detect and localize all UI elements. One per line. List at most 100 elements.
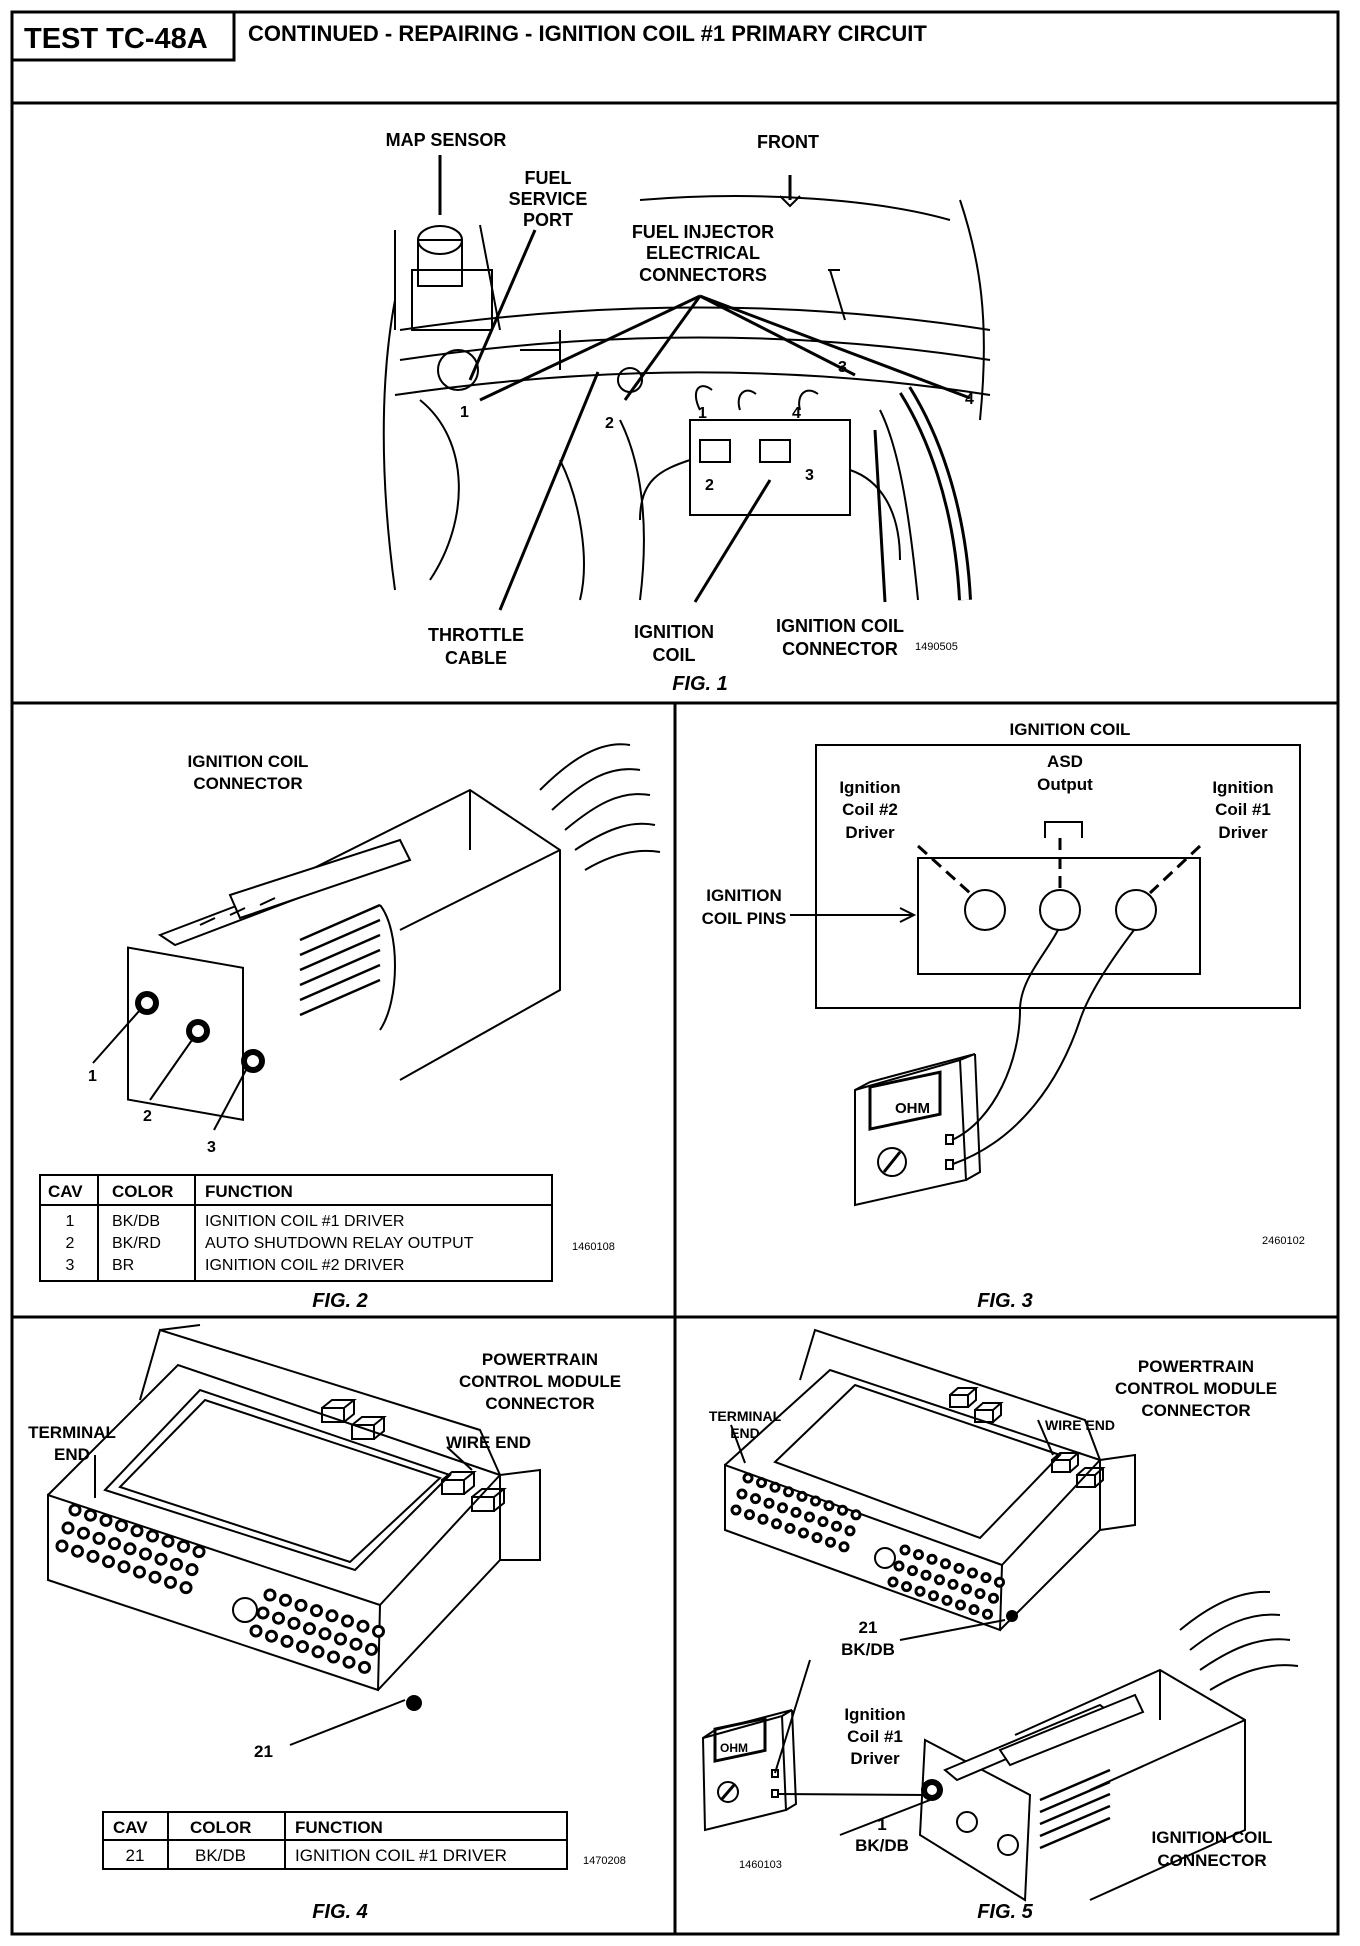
throttle-cable-line1: THROTTLE <box>428 625 524 645</box>
table-row: AUTO SHUTDOWN RELAY OUTPUT <box>205 1235 474 1252</box>
pin-hole <box>913 1549 924 1561</box>
fig4-title-line1: POWERTRAIN <box>482 1350 598 1369</box>
fig5-title-line3: CONNECTOR <box>1141 1401 1250 1420</box>
coil-number-3: 3 <box>805 467 814 484</box>
fuel-service-port-line2: SERVICE <box>509 189 588 209</box>
pin-hole <box>887 1576 899 1588</box>
fig5-labels: POWERTRAIN CONTROL MODULE CONNECTOR TERM… <box>709 1357 1277 1870</box>
pin-hole <box>831 1520 842 1532</box>
pin-hole <box>934 1574 945 1586</box>
table-row: IGNITION COIL #1 DRIVER <box>295 1846 507 1865</box>
fig2-pin-label-2: 2 <box>143 1108 152 1125</box>
pin-hole <box>310 1604 323 1618</box>
pin-hole <box>955 1599 966 1611</box>
fig4-header-cav: CAV <box>113 1818 148 1837</box>
pin-hole <box>161 1534 175 1548</box>
pin-hole <box>837 1504 848 1516</box>
pin-hole <box>249 1624 263 1638</box>
pin-hole <box>280 1634 294 1648</box>
fig5-pin21-number: 21 <box>859 1618 878 1637</box>
injector-number-1: 1 <box>460 404 469 421</box>
pin-hole <box>730 1504 742 1516</box>
coil-number-2: 2 <box>705 477 714 494</box>
pin-hole <box>61 1521 75 1535</box>
pin-hole <box>980 1572 992 1584</box>
pin-hole <box>899 1544 911 1556</box>
pin-hole <box>170 1557 183 1571</box>
fig2-pin-label-1: 1 <box>88 1068 97 1085</box>
fig2-title-line1: IGNITION COIL <box>188 752 309 771</box>
pin-hole <box>139 1547 152 1561</box>
fig5-coil1-line2: Coil #1 <box>847 1727 903 1746</box>
coil-pin-left <box>964 889 1006 931</box>
ignition-coil-connector-line2: CONNECTOR <box>782 639 898 659</box>
coil-pin-center <box>1039 889 1081 931</box>
fig1-code: 1490505 <box>915 641 958 653</box>
coil1-line2: Coil #1 <box>1215 800 1271 819</box>
fig4-terminal-line2: END <box>54 1445 90 1464</box>
fig4-wire-end: WIRE END <box>446 1433 531 1452</box>
asd-line1: ASD <box>1047 752 1083 771</box>
fig5-pcm-connector <box>724 1328 1136 1632</box>
pin-hole <box>177 1539 190 1553</box>
fig2-caption: FIG. 2 <box>312 1290 368 1312</box>
fig5-connector-line1: IGNITION COIL <box>1152 1828 1273 1847</box>
asd-line2: Output <box>1037 775 1093 794</box>
test-id: TEST TC-48A <box>24 23 208 55</box>
fig3-ohm-label: OHM <box>895 1100 930 1117</box>
pin-hole <box>133 1565 146 1579</box>
ignition-coil-connector-line1: IGNITION COIL <box>776 616 904 636</box>
coil-number-4: 4 <box>792 405 801 422</box>
pin-hole <box>825 1536 836 1548</box>
pin-hole <box>358 1660 371 1674</box>
pin-hole <box>356 1619 370 1633</box>
pin-hole <box>342 1655 356 1669</box>
pin-hole <box>974 1588 986 1600</box>
fig5-title-line1: POWERTRAIN <box>1138 1357 1254 1376</box>
pin-hole <box>108 1537 121 1551</box>
fig2-pin-label-3: 3 <box>207 1139 216 1156</box>
pin-hole <box>901 1581 912 1593</box>
fig2-header-color: COLOR <box>112 1182 173 1201</box>
pin-hole <box>967 1567 978 1579</box>
fig4-terminal-line1: TERMINAL <box>28 1423 116 1442</box>
fig4-table <box>102 1811 568 1870</box>
pin-hole <box>77 1526 90 1540</box>
pin-hole <box>744 1509 755 1521</box>
ignition-coil-line2: COIL <box>653 645 696 665</box>
fig5-ohm-label: OHM <box>720 1741 748 1755</box>
pin-hole <box>185 1563 199 1577</box>
fig4-caption: FIG. 4 <box>312 1901 368 1923</box>
pin-hole <box>263 1588 277 1602</box>
pin-hole <box>256 1606 270 1620</box>
pin-hole <box>850 1509 862 1521</box>
fig1-caption: FIG. 1 <box>672 673 728 695</box>
pin-21-icon <box>1006 1610 1018 1622</box>
pin-hole <box>907 1565 918 1577</box>
fig2-table-headers: CAV COLOR FUNCTION <box>48 1182 293 1201</box>
coil1-line3: Driver <box>1218 823 1268 842</box>
throttle-cable-line2: CABLE <box>445 648 507 668</box>
fig5-code: 1460103 <box>739 1859 782 1871</box>
table-row: BK/DB <box>112 1213 160 1230</box>
fig5-pin21-color: BK/DB <box>841 1640 895 1659</box>
injector-number-3: 3 <box>838 359 847 376</box>
fuel-injector-line2: ELECTRICAL <box>646 243 760 263</box>
fig2-leaders <box>92 1009 247 1131</box>
pin-hole <box>838 1541 850 1553</box>
pin-hole <box>810 1495 821 1507</box>
pin-hole <box>148 1570 162 1584</box>
fig5-pin1-number: 1 <box>877 1815 886 1834</box>
pin-hole <box>790 1506 802 1518</box>
table-row: 2 <box>66 1235 75 1252</box>
pin-hole <box>71 1544 84 1558</box>
pin-hole <box>55 1539 69 1553</box>
fig5-terminal-line2: END <box>730 1425 760 1441</box>
pin-hole <box>311 1645 325 1659</box>
table-row: BR <box>112 1257 134 1274</box>
coil-number-1: 1 <box>698 405 707 422</box>
fig3-title: IGNITION COIL <box>1010 720 1131 739</box>
pin-hole <box>279 1593 292 1607</box>
